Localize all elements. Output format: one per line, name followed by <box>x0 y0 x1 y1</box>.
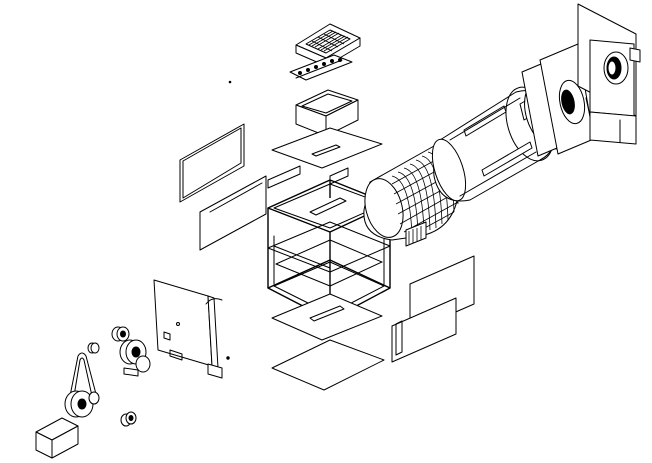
left-panel-upper <box>179 123 245 203</box>
top-tray-rack-bar <box>289 54 353 81</box>
top-mesh-tray <box>295 23 361 67</box>
frame-cage <box>267 179 391 321</box>
base-plate <box>271 339 385 391</box>
small-gear-upper <box>111 326 130 342</box>
small-bracket-left <box>267 165 349 189</box>
drive-gear-large <box>119 339 151 377</box>
small-gear-lower <box>120 411 137 427</box>
right-panel-back <box>391 297 457 363</box>
left-panel-lower <box>199 175 267 251</box>
small-bushing <box>87 342 100 354</box>
rear-cover-with-fan <box>577 3 641 145</box>
belt-pulley-assembly <box>64 352 100 418</box>
slotted-plate-lower <box>271 293 383 341</box>
open-tray <box>295 89 359 137</box>
slotted-plate-upper <box>271 127 383 169</box>
side-mounting-plate <box>153 279 230 379</box>
stray-dot <box>228 80 232 84</box>
motor-box <box>35 417 79 459</box>
